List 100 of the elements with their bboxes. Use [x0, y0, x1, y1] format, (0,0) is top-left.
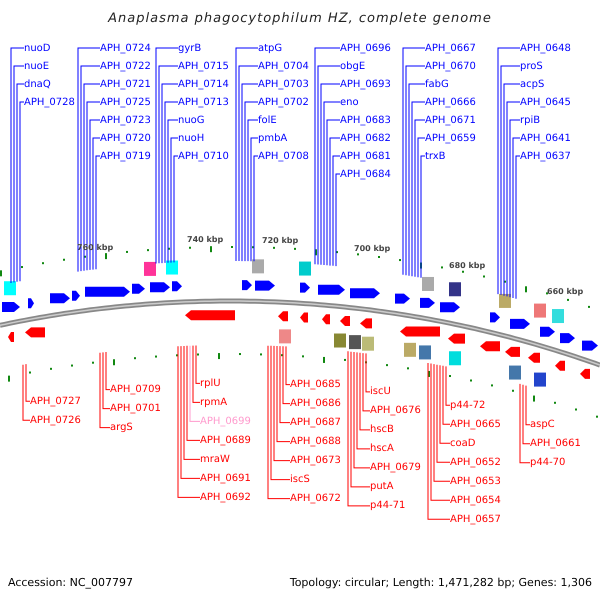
- leader-line: [106, 352, 110, 390]
- leader-line: [78, 48, 100, 272]
- leader-line: [248, 120, 258, 262]
- gene-label: folE: [258, 114, 277, 126]
- gene-label: p44-71: [370, 500, 406, 512]
- leader-line: [180, 346, 200, 479]
- gene-label: APH_0672: [290, 493, 341, 504]
- gene-label: APH_0693: [340, 78, 391, 90]
- gene-label: APH_0654: [450, 494, 501, 506]
- gene-label: APH_0725: [100, 96, 151, 108]
- gene-label: fabG: [425, 78, 449, 90]
- leader-line: [16, 84, 24, 282]
- leader-line: [250, 138, 258, 262]
- gene-label: APH_0679: [370, 462, 421, 474]
- gene-label: APH_0666: [425, 96, 476, 108]
- gene-label: APH_0652: [450, 456, 501, 468]
- leader-line: [238, 66, 258, 262]
- gene-label: nuoG: [178, 114, 205, 126]
- gene-label: rpmA: [200, 396, 228, 408]
- gene-label: APH_0703: [258, 78, 309, 90]
- gene-label: APH_0657: [450, 514, 501, 525]
- gene-label: dnaQ: [24, 78, 51, 90]
- leader-line: [164, 102, 178, 264]
- gene-label: APH_0689: [200, 434, 251, 446]
- gene-label: APH_0667: [425, 42, 476, 54]
- gene-label: APH_0699: [200, 416, 251, 427]
- gene-label: rpiB: [520, 114, 540, 126]
- gene-label: APH_0688: [290, 436, 341, 448]
- gene-label: APH_0713: [178, 96, 229, 108]
- scale-label: 660 kbp: [547, 287, 584, 296]
- gene-label: APH_0683: [340, 114, 391, 126]
- leader-line: [332, 156, 340, 266]
- gene-label: proS: [520, 60, 543, 72]
- leader-line: [270, 345, 290, 480]
- leader-line: [10, 48, 24, 284]
- leader-line: [282, 346, 290, 404]
- gene-label: nuoH: [178, 132, 204, 144]
- leader-line: [440, 364, 450, 444]
- leader-line: [84, 84, 100, 272]
- gene-label: APH_0684: [340, 168, 391, 180]
- gene-label: APH_0692: [200, 492, 251, 503]
- gene-label: APH_0685: [290, 379, 341, 390]
- leader-line: [162, 84, 178, 264]
- gene-label: p44-72: [450, 400, 486, 411]
- gene-label: APH_0671: [425, 114, 476, 126]
- gene-label: hscA: [370, 443, 394, 454]
- leader-line: [408, 84, 426, 276]
- leader-line: [406, 66, 426, 276]
- leader-line: [100, 352, 110, 428]
- leader-line: [326, 120, 340, 266]
- leader-line: [280, 346, 290, 424]
- gene-label: APH_0708: [258, 150, 309, 162]
- leader-line: [286, 346, 290, 386]
- leader-line: [86, 102, 100, 271]
- leader-line: [526, 385, 530, 426]
- gene-label: pmbA: [258, 132, 288, 144]
- gene-label: APH_0719: [100, 150, 151, 162]
- leader-line: [242, 84, 258, 262]
- gene-label: APH_0727: [30, 396, 81, 407]
- gene-label: APH_0681: [340, 150, 391, 162]
- gene-label: APH_0728: [24, 96, 75, 108]
- leader-line: [512, 138, 520, 298]
- leader-line: [362, 352, 370, 412]
- gene-label: APH_0653: [450, 476, 501, 487]
- gene-label: APH_0676: [370, 405, 421, 416]
- genome-summary-text: Topology: circular; Length: 1,471,282 bp; Genes: 1,306: [290, 576, 592, 589]
- leader-line: [20, 102, 24, 282]
- leader-line: [504, 84, 520, 296]
- leader-line: [90, 120, 100, 270]
- gene-label: APH_0723: [100, 114, 151, 126]
- leader-line: [354, 352, 370, 468]
- gene-label: argS: [110, 422, 133, 434]
- gene-label: APH_0714: [178, 78, 229, 90]
- leader-line: [522, 384, 530, 444]
- leader-line: [434, 364, 450, 482]
- gene-label: APH_0724: [100, 42, 151, 54]
- leader-line: [500, 66, 520, 296]
- gene-label: APH_0682: [340, 132, 391, 144]
- gene-label: nuoD: [24, 42, 50, 54]
- leader-line: [446, 366, 450, 406]
- gene-label: APH_0648: [520, 42, 571, 54]
- gene-label: APH_0641: [520, 132, 571, 144]
- gene-label: aspC: [530, 419, 555, 430]
- leader-line: [520, 383, 530, 464]
- gene-label: nuoE: [24, 60, 50, 72]
- leader-line: [414, 120, 426, 278]
- leader-line: [92, 138, 100, 270]
- gene-label: mraW: [200, 454, 230, 465]
- gene-label: acpS: [520, 78, 544, 90]
- leader-line: [442, 365, 450, 425]
- leader-line: [274, 345, 290, 462]
- leader-line: [168, 120, 178, 264]
- gene-label: APH_0701: [110, 403, 161, 414]
- gene-label: APH_0686: [290, 398, 341, 410]
- scale-label: 700 kbp: [354, 244, 390, 254]
- leader-line: [178, 346, 200, 498]
- leader-line: [156, 48, 178, 264]
- gene-label: iscS: [290, 474, 310, 486]
- gene-label: atpG: [258, 42, 282, 54]
- gene-label: coaD: [450, 438, 476, 449]
